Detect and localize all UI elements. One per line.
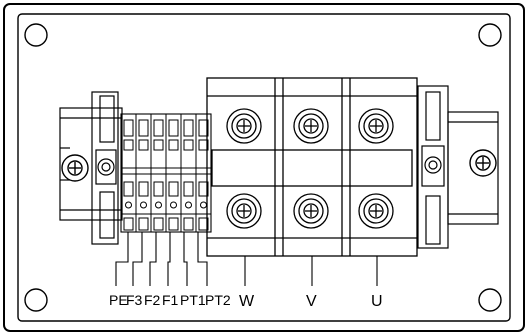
enclosure [3, 3, 525, 332]
terminal-screw-icon [226, 193, 262, 229]
power-terminal-block [206, 77, 418, 257]
right-din-rail [447, 111, 499, 225]
control-terminal-slices [120, 114, 209, 232]
control-terminal-slice [195, 114, 209, 232]
control-terminal-slice [165, 114, 179, 232]
terminal-screw-icon [293, 108, 329, 144]
leader-lines [115, 232, 378, 286]
label-u: U [371, 293, 383, 310]
label-w: W [239, 293, 255, 310]
label-f2: F2 [144, 292, 161, 308]
terminal-screw-icon [358, 193, 394, 229]
left-end-clamp [91, 91, 119, 245]
power-terminals [226, 108, 394, 229]
control-terminal-slice [180, 114, 194, 232]
mount-hole-br [478, 288, 502, 312]
left-din-rail [59, 107, 123, 221]
terminal-screw-icon [293, 193, 329, 229]
mount-hole-tl [24, 23, 48, 47]
label-v: V [306, 293, 317, 310]
right-end-clamp [417, 85, 449, 249]
left-rail-screw-icon [61, 154, 89, 182]
label-pe: PE [109, 292, 128, 308]
right-rail-screw-icon [469, 149, 497, 177]
label-f1: F1 [162, 292, 179, 308]
terminal-screw-icon [226, 108, 262, 144]
terminal-screw-icon [358, 108, 394, 144]
mount-hole-bl [24, 288, 48, 312]
label-pt2: PT2 [205, 292, 231, 308]
mount-hole-tr [478, 23, 502, 47]
control-terminal-slice [120, 114, 134, 232]
control-terminal-slice [135, 114, 149, 232]
label-f3: F3 [126, 292, 143, 308]
label-pt1: PT1 [180, 292, 206, 308]
control-terminal-slice [150, 114, 164, 232]
